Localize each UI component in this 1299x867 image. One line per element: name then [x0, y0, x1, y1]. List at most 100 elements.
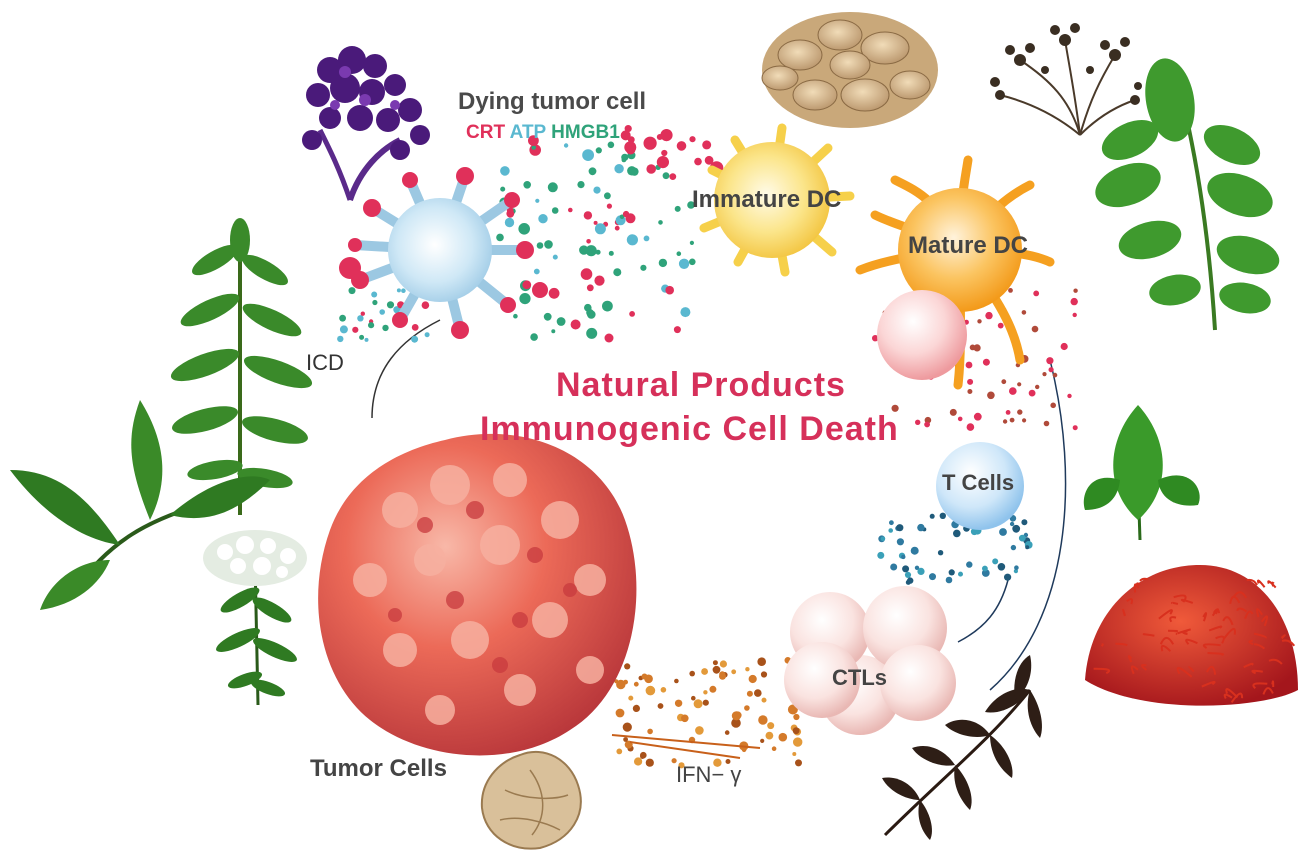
particle [771, 746, 777, 751]
particle [891, 404, 899, 412]
root-slices-icon [761, 12, 938, 128]
particle [689, 258, 696, 266]
particle [608, 250, 614, 256]
particle [792, 727, 800, 735]
particle [661, 149, 668, 157]
particle [973, 412, 982, 421]
particle [506, 207, 514, 214]
particle [985, 311, 993, 320]
particle [616, 679, 626, 690]
particle [588, 167, 597, 176]
particle [917, 567, 925, 576]
saffron-thread [1256, 579, 1266, 588]
particle [640, 264, 647, 271]
particle [665, 285, 674, 295]
atp-label: ATP [509, 122, 546, 143]
particle [1033, 290, 1040, 297]
particle [973, 344, 981, 352]
particle [904, 571, 912, 579]
particle [877, 551, 885, 559]
saffron-thread [1208, 625, 1223, 632]
particle [681, 714, 689, 723]
particle [594, 223, 606, 235]
particle [872, 335, 879, 342]
particle [1009, 387, 1017, 395]
particle [538, 214, 548, 224]
particle [626, 234, 639, 246]
particle [646, 164, 656, 174]
particle [678, 258, 690, 269]
saffron-thread [1176, 666, 1193, 678]
particle [337, 335, 344, 343]
particle [386, 301, 395, 309]
particle [958, 571, 963, 577]
particle [1002, 419, 1008, 424]
ifn-streak-lines [611, 734, 761, 759]
particle [500, 186, 506, 192]
purple-flower-icon [302, 46, 430, 201]
saffron-thread [1202, 643, 1221, 649]
particle [724, 730, 730, 735]
particle [614, 164, 624, 174]
saffron-thread [1268, 658, 1283, 665]
particle [945, 576, 953, 584]
particle [658, 258, 668, 268]
particle [582, 149, 594, 162]
saffron-thread [1244, 610, 1254, 620]
saffron-thread [1260, 615, 1269, 627]
particle [583, 211, 593, 220]
particle [712, 660, 718, 666]
particle [889, 520, 894, 526]
particle [1013, 569, 1019, 574]
particle [570, 319, 581, 330]
particle [937, 550, 944, 556]
particle [674, 678, 679, 684]
particle [563, 143, 569, 148]
particle [1012, 524, 1021, 533]
particle [915, 419, 921, 425]
particle [1048, 367, 1054, 373]
particle [992, 558, 999, 565]
saffron-thread [1127, 655, 1133, 663]
particle [689, 670, 695, 677]
particle [623, 737, 628, 742]
particle [901, 554, 906, 560]
saffron-thread [1169, 616, 1177, 623]
particle [795, 759, 802, 767]
particle [624, 125, 632, 133]
saffron-thread [1206, 665, 1217, 675]
particle [645, 758, 654, 767]
green-sprig-icon [1095, 58, 1280, 331]
ctls-label: CTLs [832, 665, 887, 690]
particle [595, 249, 601, 255]
particle [1072, 425, 1078, 431]
particle [671, 758, 677, 764]
particle [678, 762, 685, 769]
particle [593, 186, 601, 194]
hmgb1-label: HMGB1 [551, 122, 620, 143]
particle [949, 408, 957, 416]
particle [966, 561, 973, 568]
particle [504, 217, 515, 228]
particle [939, 512, 946, 519]
saffron-thread [1222, 616, 1234, 626]
title-line-1: Natural Products [556, 366, 846, 404]
particle [604, 333, 614, 343]
saffron-thread [1175, 628, 1191, 636]
particle [758, 715, 768, 725]
particle [896, 524, 904, 532]
saffron-thread [1252, 682, 1268, 690]
saffron-thread [1256, 608, 1263, 618]
particle [880, 536, 886, 542]
particle [914, 565, 920, 570]
saffron-thread [1185, 638, 1198, 645]
particle [757, 657, 766, 666]
particle [744, 705, 750, 711]
particle [689, 240, 695, 245]
particle [673, 326, 681, 334]
particle [896, 538, 905, 546]
dark-dried-leaves-icon [882, 655, 1042, 840]
particle [580, 268, 593, 280]
mature-dc-cell [855, 155, 1055, 390]
particle [627, 166, 637, 176]
